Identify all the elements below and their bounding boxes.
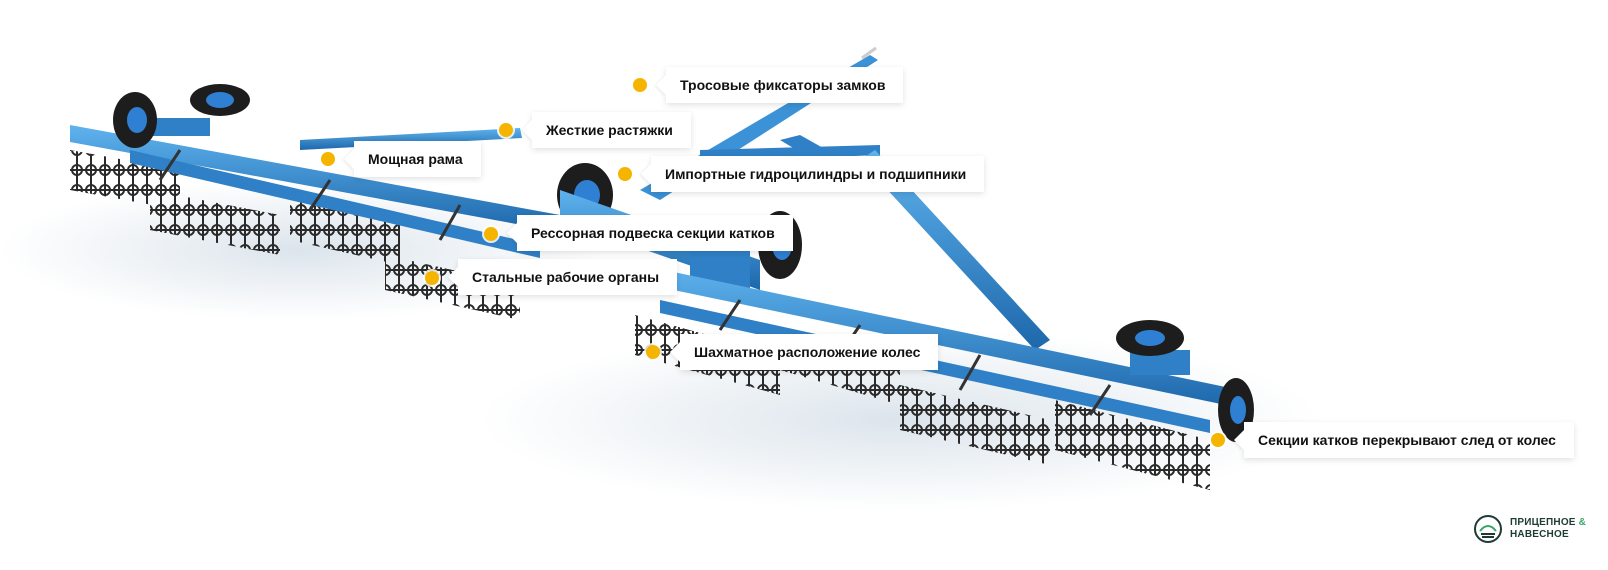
callout-label: Секции катков перекрывают след от колес <box>1258 432 1556 448</box>
hotspot-steel-tools[interactable] <box>425 271 439 285</box>
brand-mark-icon <box>1474 515 1502 543</box>
brand-name: ПРИЦЕПНОЕ & НАВЕСНОЕ <box>1510 517 1587 540</box>
hotspot-strong-frame[interactable] <box>321 152 335 166</box>
hotspot-staggered-wheels[interactable] <box>646 345 660 359</box>
callout-label: Стальные рабочие органы <box>472 269 660 285</box>
callout-hydraulics[interactable]: Импортные гидроцилиндры и подшипники <box>651 156 985 192</box>
callout-label: Рессорная подвеска секции катков <box>531 225 775 241</box>
hotspot-cable-lock[interactable] <box>633 78 647 92</box>
callout-label: Жесткие растяжки <box>546 122 673 138</box>
callout-strong-frame[interactable]: Мощная рама <box>354 141 481 177</box>
callout-rigid-braces[interactable]: Жесткие растяжки <box>532 112 691 148</box>
callout-roller-overlap[interactable]: Секции катков перекрывают след от колес <box>1244 422 1574 458</box>
callout-cable-lock[interactable]: Тросовые фиксаторы замков <box>666 67 904 103</box>
hotspot-hydraulics[interactable] <box>618 167 632 181</box>
callout-staggered-wheels[interactable]: Шахматное расположение колес <box>680 334 939 370</box>
hotspot-spring-suspension[interactable] <box>484 227 498 241</box>
callout-label: Мощная рама <box>368 151 463 167</box>
callout-label: Тросовые фиксаторы замков <box>680 77 886 93</box>
left-transport-wheel <box>113 84 250 148</box>
left-rollers <box>70 150 520 320</box>
callout-steel-tools[interactable]: Стальные рабочие органы <box>458 259 678 295</box>
callout-label: Шахматное расположение колес <box>694 344 921 360</box>
callout-label: Импортные гидроцилиндры и подшипники <box>665 166 967 182</box>
brand-logo[interactable]: ПРИЦЕПНОЕ & НАВЕСНОЕ <box>1474 515 1586 543</box>
callout-spring-suspension[interactable]: Рессорная подвеска секции катков <box>517 215 793 251</box>
hotspot-roller-overlap[interactable] <box>1211 433 1225 447</box>
hotspot-rigid-braces[interactable] <box>499 123 513 137</box>
